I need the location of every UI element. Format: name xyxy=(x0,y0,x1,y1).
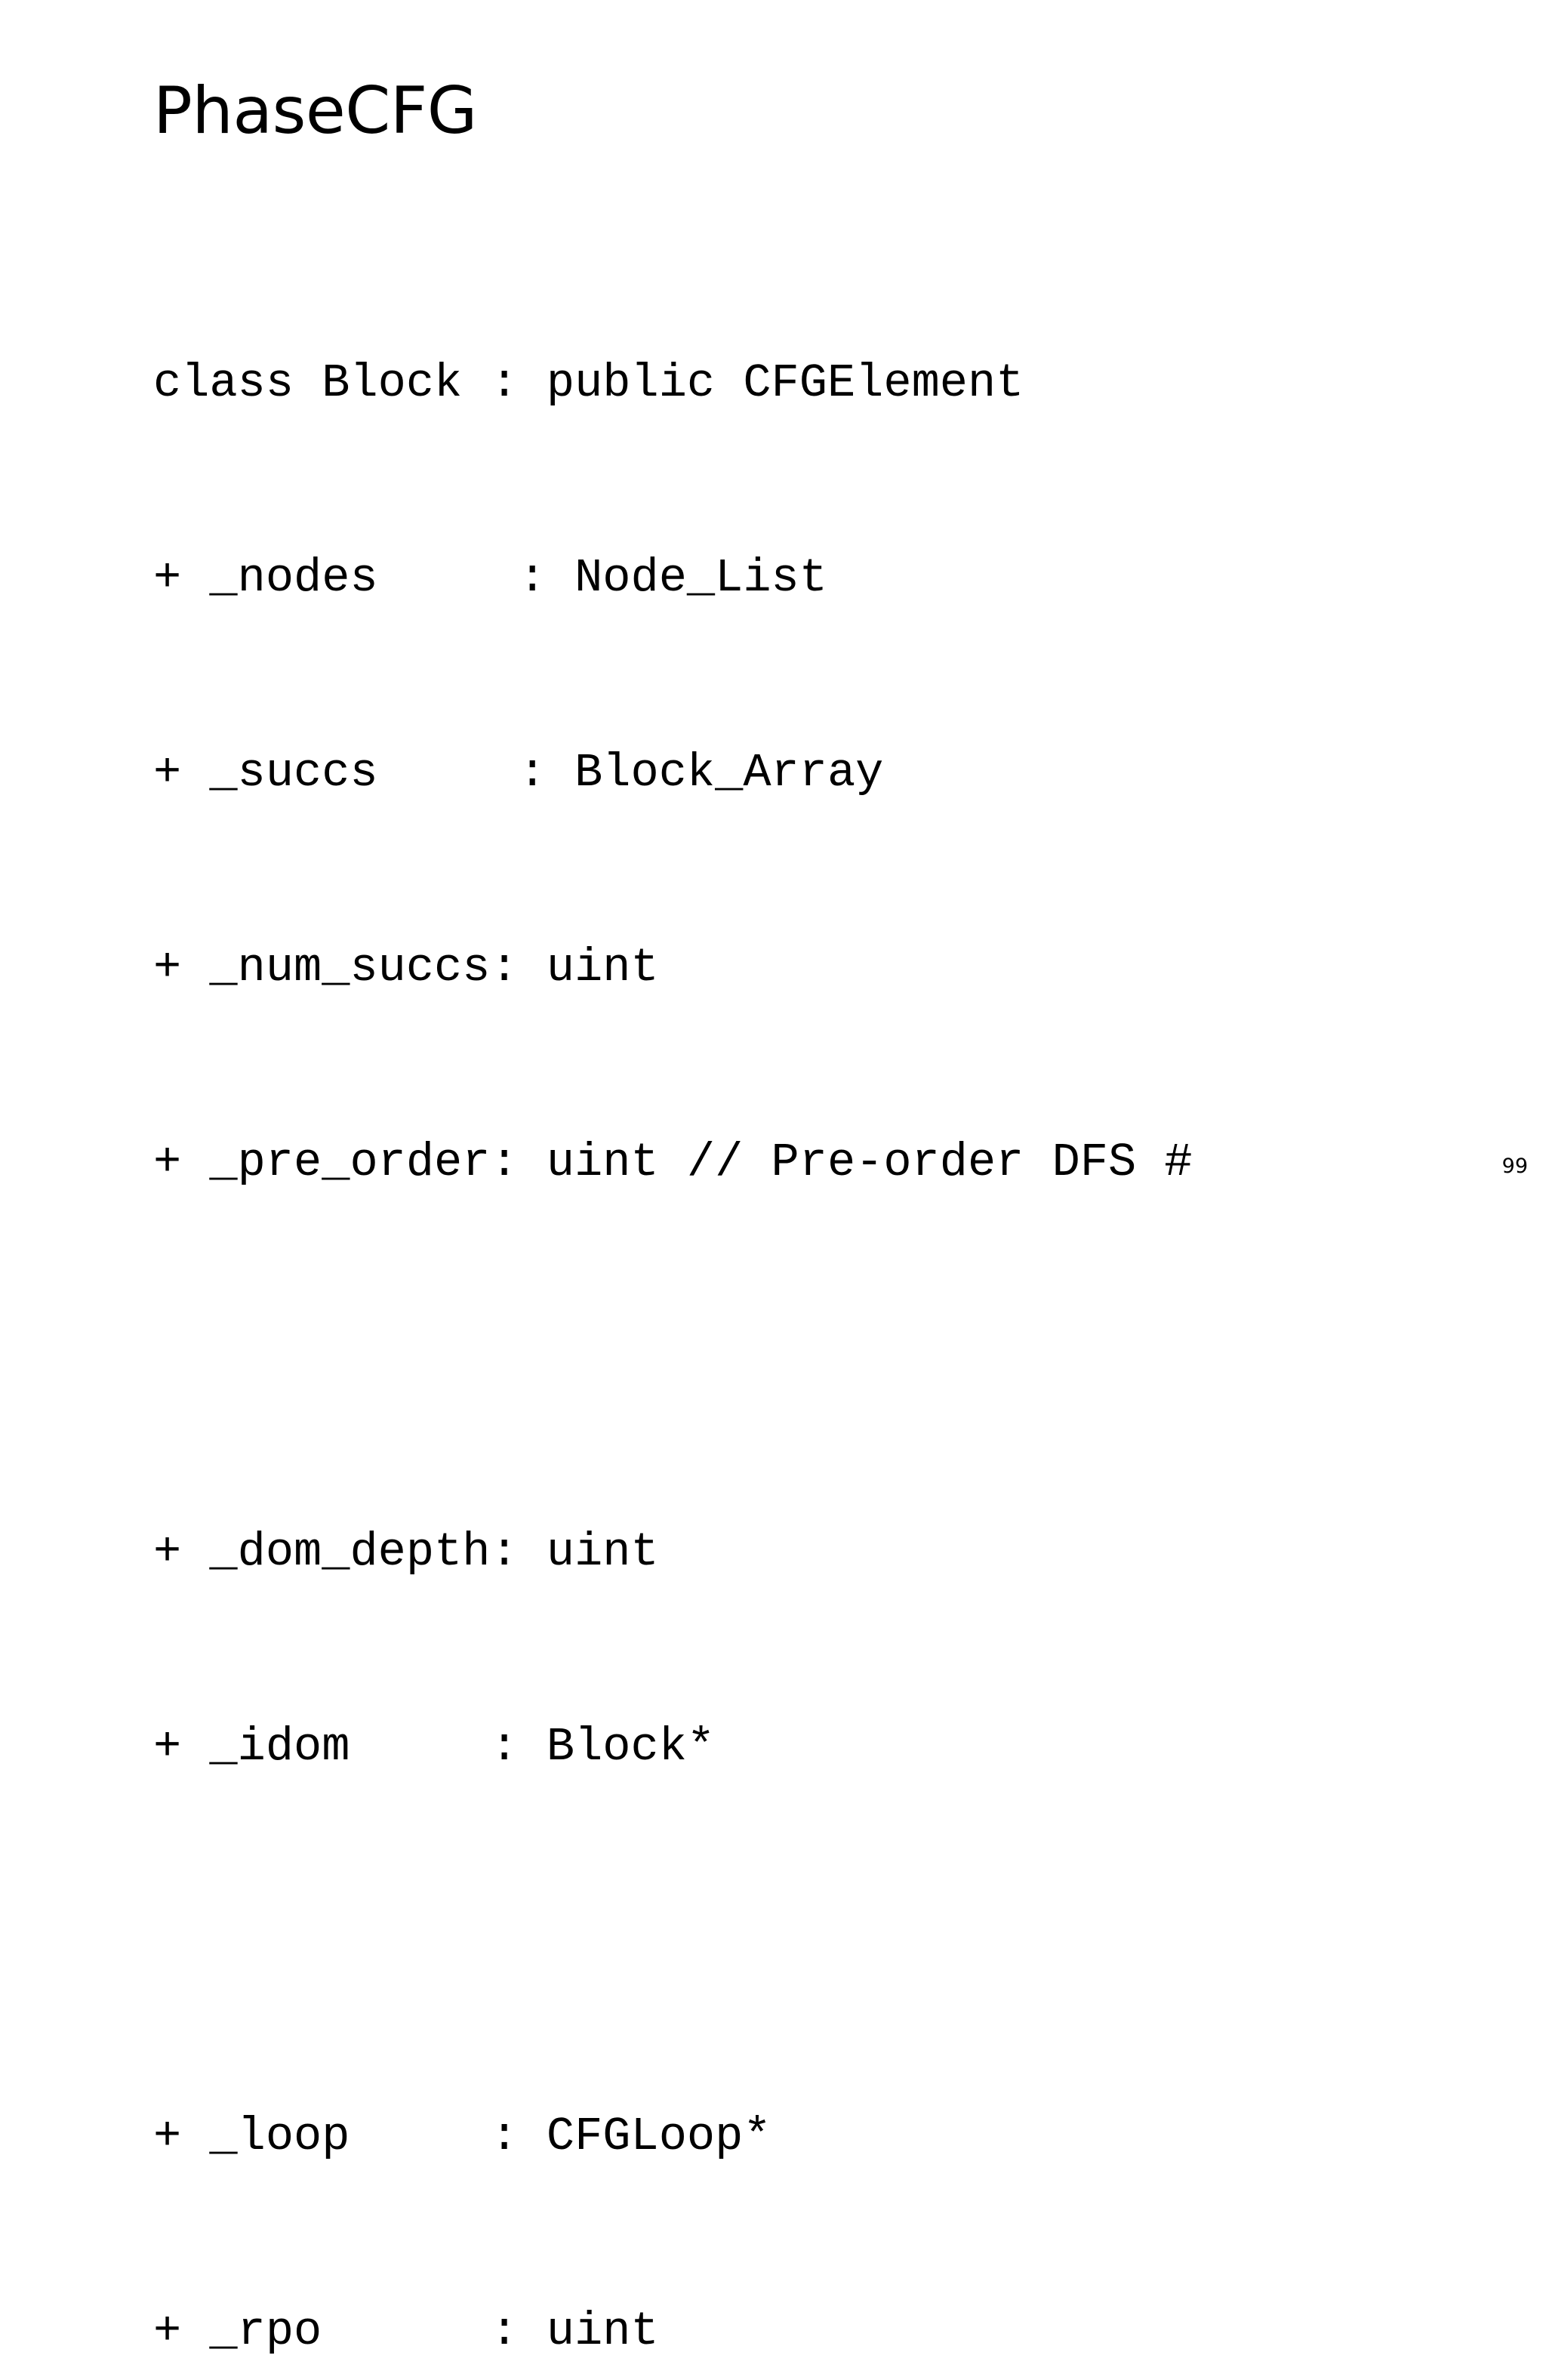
code-line: + _nodes : Node_List xyxy=(153,551,827,605)
code-line: + _idom : Block* xyxy=(153,1720,716,1774)
slide-canvas: PhaseCFG class Block : public CFGElement… xyxy=(153,73,1528,2358)
code-line: + _pre_order: uint // Pre-order DFS # xyxy=(153,1136,1193,1189)
code-line: + _dom_depth: uint xyxy=(153,1525,659,1579)
code-line-blank xyxy=(153,1325,1193,1390)
code-line: + _succs : Block_Array xyxy=(153,746,884,800)
code-block: class Block : public CFGElement + _nodes… xyxy=(153,221,1193,2380)
page-number: 99 xyxy=(1501,1155,1528,1178)
code-line: + _rpo : uint xyxy=(153,2304,659,2358)
code-line: + _num_succs: uint xyxy=(153,941,659,994)
page-title: PhaseCFG xyxy=(153,73,477,149)
code-line-blank xyxy=(153,1910,1193,1975)
code-line: class Block : public CFGElement xyxy=(153,356,1024,410)
code-line: + _loop : CFGLoop* xyxy=(153,2110,771,2163)
